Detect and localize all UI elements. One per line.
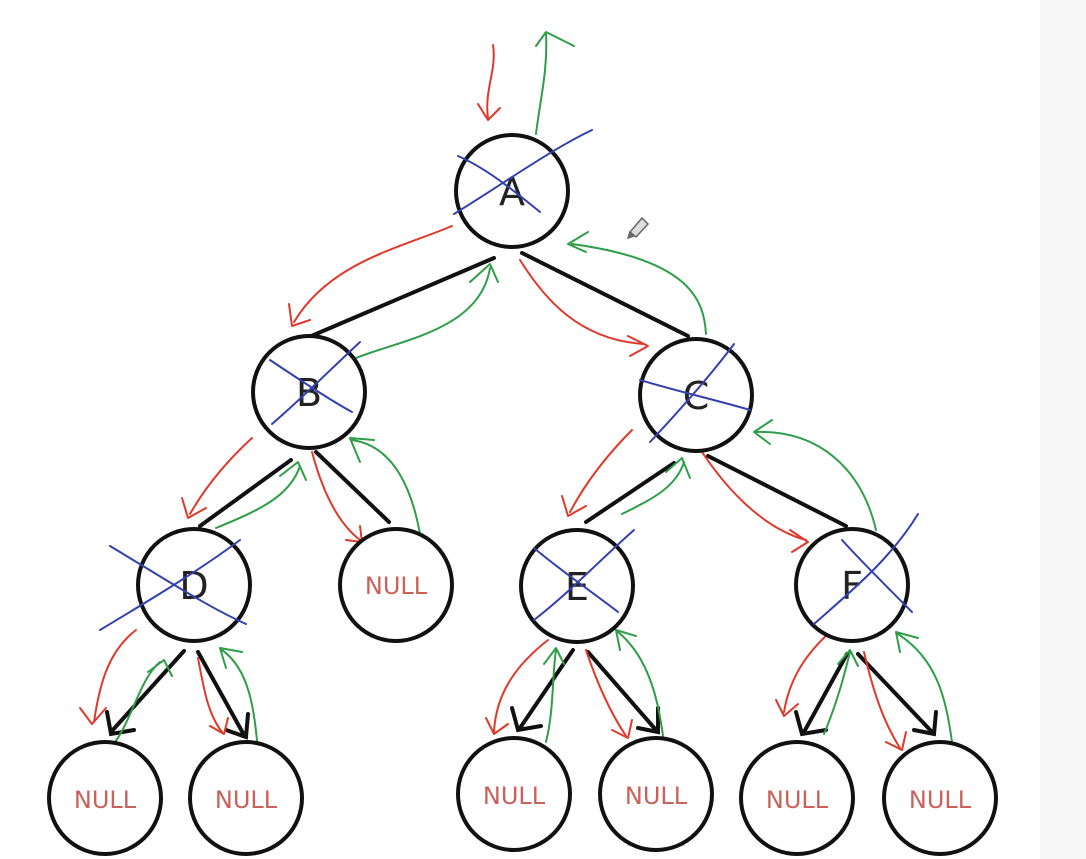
return-arrow-null-f-right	[895, 631, 953, 743]
descend-arrow-e-null-right	[585, 649, 633, 739]
return-arrow-f-c	[753, 419, 877, 531]
arrowhead-d-right	[224, 712, 250, 740]
arrowhead-d-left	[105, 710, 136, 737]
edge-a-b	[300, 256, 496, 342]
edge-b-null	[314, 450, 391, 524]
cross-node-d	[99, 539, 247, 631]
node-label-null-d1: NULL	[74, 786, 137, 814]
node-label-f: F	[841, 564, 863, 608]
node-null-d2[interactable]	[188, 740, 304, 856]
node-f[interactable]	[794, 527, 910, 643]
edge-b-d	[198, 458, 293, 528]
descend-arrow-b-null	[311, 451, 363, 543]
node-label-b: B	[296, 371, 322, 415]
node-null-e1[interactable]	[456, 736, 572, 852]
return-arrow-null-e-left	[543, 647, 565, 743]
edge-d-null-right	[196, 650, 246, 737]
edge-c-f	[706, 454, 848, 528]
pencil-icon[interactable]	[626, 216, 650, 240]
node-null-f1[interactable]	[739, 740, 855, 856]
descend-arrow-d-null-left	[79, 629, 137, 725]
edge-f-null-right	[856, 652, 934, 734]
node-label-null-f1: NULL	[766, 786, 829, 814]
descend-arrow-f-null-left	[775, 631, 831, 717]
return-arrow-null-f-left	[823, 649, 859, 735]
arrowhead-e-right	[636, 706, 660, 735]
node-null-d1[interactable]	[47, 740, 163, 856]
node-labels: A B C D NULL E F NULL NULL NULL NULL NUL…	[74, 170, 972, 814]
descend-arrow-a-b	[288, 225, 453, 327]
node-label-null-b: NULL	[365, 572, 428, 600]
edge-c-e	[584, 461, 676, 524]
visited-crosses	[99, 129, 919, 631]
cross-node-a	[453, 129, 593, 215]
node-a[interactable]	[454, 133, 570, 249]
canvas-margin	[1040, 0, 1086, 859]
node-label-null-f2: NULL	[909, 786, 972, 814]
node-label-null-e1: NULL	[483, 782, 546, 810]
node-null-e2[interactable]	[598, 736, 714, 852]
descend-arrow-f-null-right	[863, 651, 907, 751]
return-arrows	[107, 31, 953, 751]
edge-f-null-left	[802, 652, 849, 734]
node-label-null-d2: NULL	[215, 786, 278, 814]
descend-arrow-c-e	[561, 429, 633, 517]
descend-arrow-a-c	[519, 259, 649, 357]
return-arrow-null-d-right	[219, 647, 259, 751]
descend-arrow-d-null-right	[197, 657, 229, 735]
return-arrow-e-c	[621, 457, 691, 515]
node-label-null-e2: NULL	[625, 782, 688, 810]
descend-arrow-e-null-left	[485, 639, 549, 735]
edge-e-null-right	[586, 650, 658, 732]
arrowhead-f-right	[912, 710, 938, 737]
return-arrow-b-a	[355, 263, 499, 359]
return-arrow-null-e-right	[615, 629, 665, 745]
node-null-f2[interactable]	[882, 740, 998, 856]
tree-nodes	[47, 133, 998, 856]
cross-node-e	[533, 529, 635, 621]
return-arrow-d-b	[215, 461, 307, 529]
node-null-b[interactable]	[338, 527, 454, 643]
arrowhead-e-left	[510, 706, 543, 733]
cross-node-b	[269, 341, 361, 425]
return-arrow-c-a	[567, 231, 707, 335]
descend-arrow-entry	[477, 44, 501, 121]
cross-node-c	[639, 343, 751, 443]
edge-a-c	[520, 251, 690, 338]
return-arrow-null-b	[349, 437, 421, 535]
return-arrow-exit	[535, 31, 575, 135]
arrowhead-f-left	[794, 710, 828, 737]
cross-node-f	[813, 513, 919, 625]
descend-arrow-b-d	[181, 437, 253, 519]
descend-arrow-c-f	[701, 451, 809, 553]
edge-d-null-left	[109, 649, 186, 734]
